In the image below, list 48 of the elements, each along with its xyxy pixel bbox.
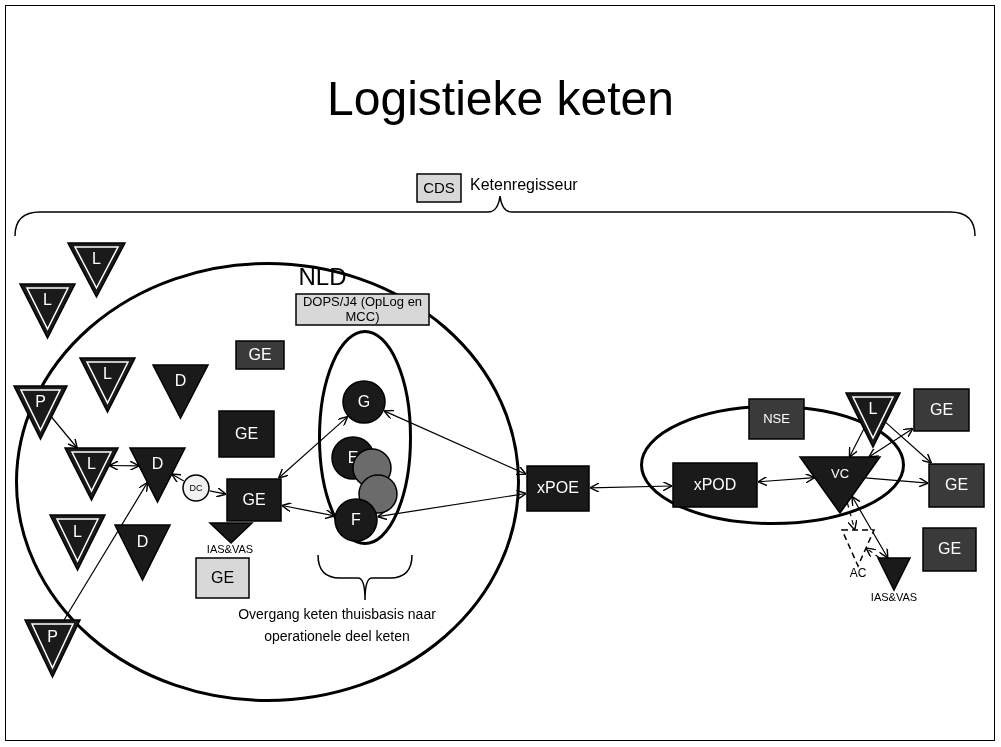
box-node: xPOD — [672, 462, 758, 508]
side-label: Ketenregisseur — [470, 176, 578, 194]
circle-node: DC — [182, 474, 210, 502]
arrow — [171, 473, 185, 484]
double-arrow — [108, 460, 140, 471]
box-node: GE — [235, 340, 285, 370]
double-arrow — [868, 427, 914, 458]
circle-node: G — [342, 380, 386, 424]
double-arrow — [851, 495, 889, 559]
triangle-node: D — [153, 365, 208, 418]
triangle-node: L — [65, 448, 118, 500]
box-node: NSE — [748, 398, 805, 440]
title: Logistieke keten — [326, 71, 675, 127]
box-node: GE — [195, 557, 250, 599]
box-node: xPOE — [526, 465, 590, 512]
triangle-node: VC — [800, 457, 880, 513]
double-arrow — [589, 481, 673, 493]
ellipse-outline — [15, 262, 520, 702]
double-arrow — [281, 502, 336, 520]
triangle-node: D — [130, 448, 185, 502]
double-arrow — [757, 473, 816, 487]
arrow — [865, 547, 881, 559]
double-arrow — [377, 489, 527, 521]
triangle-node: P — [25, 620, 80, 677]
double-arrow — [383, 409, 527, 476]
note-text: Overgang keten thuisbasis naar operationele deel keten — [237, 605, 437, 646]
double-arrow — [278, 415, 349, 479]
triangle-node: L — [846, 393, 900, 447]
ellipse-outline — [318, 330, 412, 545]
arrow — [209, 487, 227, 498]
arrow — [884, 421, 932, 464]
arrow — [848, 428, 865, 458]
box-node: DOPS/J4 (OpLog en MCC) — [295, 293, 430, 326]
box-node: GE — [218, 410, 275, 458]
box-node: GE — [928, 463, 985, 508]
arrow — [50, 416, 78, 449]
box-node: GE — [922, 527, 977, 572]
triangle-node: L — [50, 515, 105, 570]
circle-node: F — [334, 498, 378, 542]
arrow — [846, 502, 858, 531]
triangle-node: L — [80, 358, 135, 412]
triangle-node: D — [115, 525, 170, 580]
triangle-node: L — [20, 284, 75, 338]
triangle-node: L — [68, 243, 125, 297]
arrow — [864, 477, 929, 488]
circle-shape — [358, 474, 398, 514]
box-node: GE — [913, 388, 970, 432]
ellipse-title: NLD — [297, 262, 348, 292]
